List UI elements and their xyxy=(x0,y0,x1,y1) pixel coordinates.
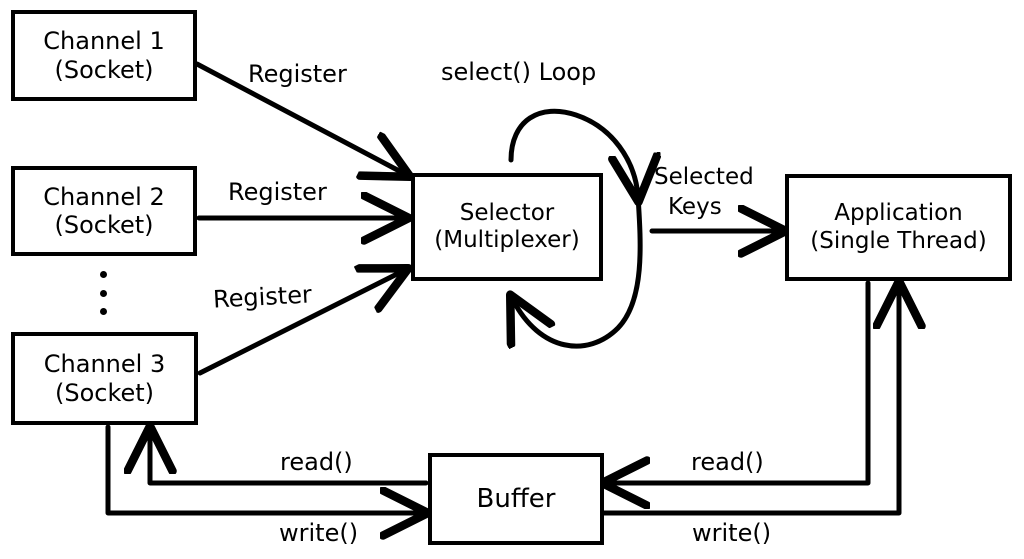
ellipsis-dot xyxy=(99,289,107,297)
label-register-channel2: Register xyxy=(228,178,327,206)
arrow-write-left xyxy=(105,424,422,513)
node-application-subtitle: (Single Thread) xyxy=(810,227,987,254)
ellipsis-dot xyxy=(99,271,107,278)
arrow-read-left xyxy=(150,432,429,486)
label-read-left: read() xyxy=(280,448,353,476)
node-channel-2[interactable]: Channel 2 (Socket) xyxy=(11,166,197,256)
ellipsis-dot xyxy=(99,308,107,315)
node-channel-3-subtitle: (Socket) xyxy=(54,378,155,407)
label-read-right: read() xyxy=(691,448,764,476)
node-buffer[interactable]: Buffer xyxy=(428,453,604,545)
label-register-channel3: Register xyxy=(212,280,313,314)
vertical-ellipsis-icon xyxy=(99,271,107,315)
arrow-select-loop-bottom xyxy=(513,193,643,346)
node-selector-title: Selector xyxy=(459,199,555,226)
node-selector-subtitle: (Multiplexer) xyxy=(434,227,580,253)
node-channel-3[interactable]: Channel 3 (Socket) xyxy=(11,332,198,425)
arrow-select-loop-top xyxy=(508,108,638,196)
arrow-read-right xyxy=(608,280,871,483)
label-selected-keys-line2: Keys xyxy=(668,194,722,220)
label-select-loop: select() Loop xyxy=(441,58,597,86)
node-buffer-title: Buffer xyxy=(476,483,556,514)
node-channel-2-subtitle: (Socket) xyxy=(54,211,154,239)
node-application[interactable]: Application (Single Thread) xyxy=(785,174,1012,281)
arrow-register-channel1 xyxy=(194,61,405,174)
label-write-left: write() xyxy=(279,519,359,547)
node-application-title: Application xyxy=(834,200,963,227)
arrow-write-right xyxy=(601,287,899,516)
node-channel-1-subtitle: (Socket) xyxy=(54,55,154,84)
node-selector[interactable]: Selector (Multiplexer) xyxy=(411,173,603,281)
node-channel-1[interactable]: Channel 1 (Socket) xyxy=(11,10,197,101)
node-channel-3-title: Channel 3 xyxy=(43,350,166,379)
label-selected-keys-line1: Selected xyxy=(654,164,754,190)
label-register-channel1: Register xyxy=(248,60,347,88)
node-channel-2-title: Channel 2 xyxy=(43,182,165,211)
node-channel-1-title: Channel 1 xyxy=(43,27,165,56)
label-write-right: write() xyxy=(692,519,772,547)
arrow-register-channel3 xyxy=(197,271,403,376)
